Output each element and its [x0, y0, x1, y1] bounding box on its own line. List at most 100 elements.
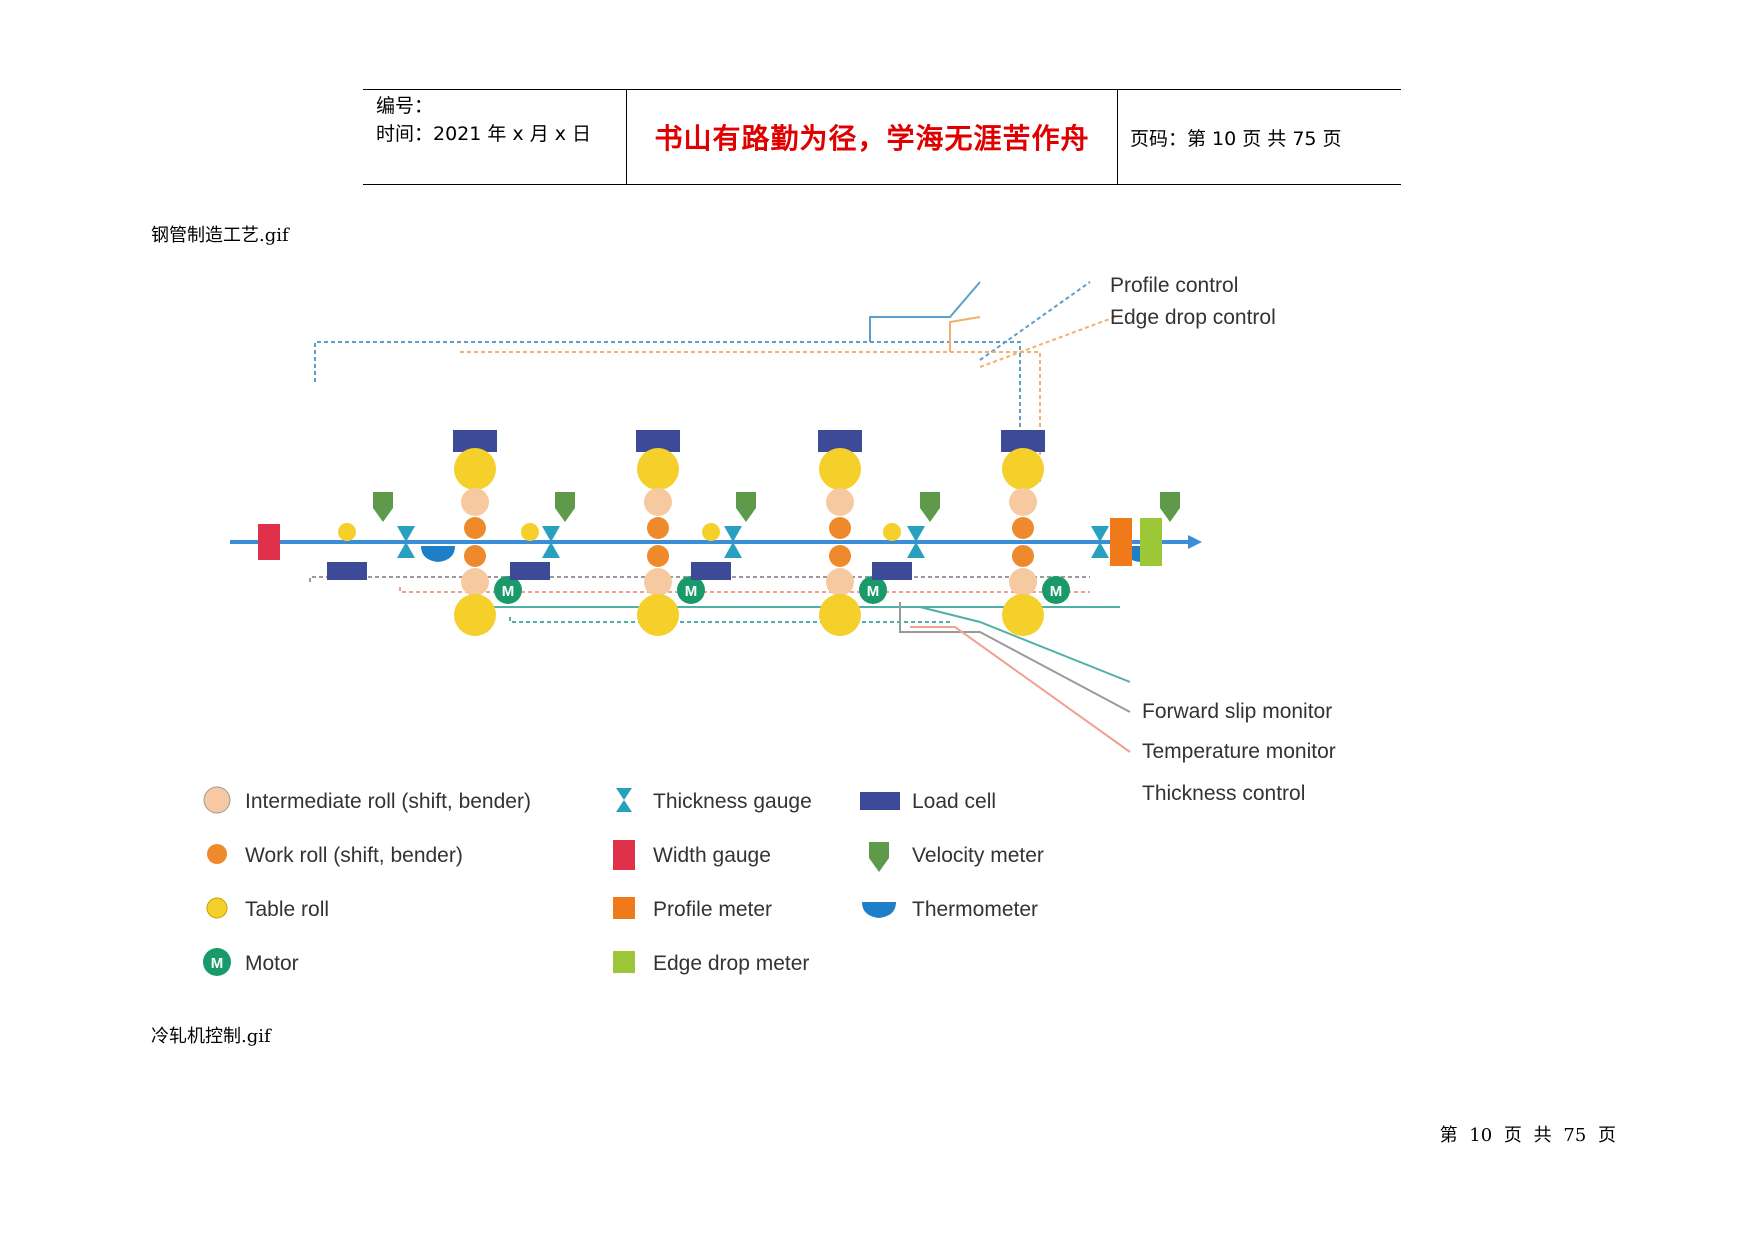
backup-roll-lower — [819, 594, 861, 636]
edge-drop-meter-icon — [1140, 518, 1162, 566]
table-load-cell-icon — [872, 562, 912, 580]
mill-stand: M — [453, 430, 522, 636]
backup-roll-lower — [1002, 594, 1044, 636]
table-roll — [521, 523, 539, 541]
legend-thermometer-label: Thermometer — [912, 898, 1038, 921]
velocity-meter-icon — [736, 492, 756, 522]
table-load-cell-icon — [510, 562, 550, 580]
number-label: 编号： — [376, 95, 434, 117]
forward-slip-monitor-label: Forward slip monitor — [1142, 700, 1332, 723]
legend-motor-label: Motor — [245, 952, 299, 975]
strip-line — [230, 535, 1202, 549]
forward-slip-leader — [919, 606, 1131, 683]
legend-edge-drop-meter-label: Edge drop meter — [653, 952, 809, 975]
edge-drop-control-leader — [979, 316, 1116, 368]
table-roll — [883, 523, 901, 541]
backup-roll-upper — [454, 448, 496, 490]
table-roll — [702, 523, 720, 541]
load-cell-icon — [1001, 430, 1045, 452]
strip-arrow-icon — [1188, 535, 1202, 549]
legend-profile-meter-icon — [613, 897, 635, 919]
image-caption-1: 钢管制造工艺.gif — [151, 225, 289, 246]
velocity-meter-icon — [373, 492, 393, 522]
temperature-monitor-label: Temperature monitor — [1142, 740, 1336, 763]
legend-motor-letter: M — [211, 955, 224, 972]
page-footer: 第 10 页 共 75 页 — [1439, 1125, 1616, 1146]
page-info-text: 页码：第 10 页 共 75 页 — [1130, 127, 1342, 150]
thickness-gauge-icon — [907, 526, 925, 558]
profile-meter-icon — [1110, 518, 1132, 566]
velocity-meter-icon — [555, 492, 575, 522]
profile-bus-top — [314, 341, 1021, 482]
motor-letter: M — [867, 583, 880, 600]
intermediate-roll-lower — [1009, 568, 1037, 596]
intermediate-roll-lower — [461, 568, 489, 596]
motor-icon — [859, 576, 887, 604]
velocity-meter-icon — [920, 492, 940, 522]
mill-stand: M — [636, 430, 705, 636]
intermediate-roll-upper — [461, 488, 489, 516]
load-cell-icon — [453, 430, 497, 452]
thickness-gauge-icon — [1091, 526, 1109, 558]
thickness-gauge-icon — [397, 526, 415, 558]
header-motto-cell: 书山有路勤为径，学海无涯苦作舟 — [627, 90, 1118, 184]
legend-thermometer-icon — [862, 902, 896, 918]
work-roll-lower — [1012, 545, 1034, 567]
work-roll-lower — [829, 545, 851, 567]
work-roll-upper — [1012, 517, 1034, 539]
document-header: 编号： 时间：2021 年 x 月 x 日 书山有路勤为径，学海无涯苦作舟 页码… — [363, 89, 1401, 185]
legend-thickness-gauge-label: Thickness gauge — [653, 790, 812, 813]
work-roll-upper — [829, 517, 851, 539]
profile-control-label: Profile control — [1110, 274, 1238, 297]
legend-load-cell-label: Load cell — [912, 790, 996, 813]
work-roll-lower — [464, 545, 486, 567]
legend-load-cell-icon — [860, 792, 900, 810]
control-signal-lines — [309, 281, 1131, 753]
backup-roll-upper — [1002, 448, 1044, 490]
intermediate-roll-upper — [644, 488, 672, 516]
legend-table-roll-icon — [206, 897, 228, 919]
table-roll — [338, 523, 356, 541]
thickness-control-leader — [899, 602, 1131, 713]
legend-intermediate-roll-icon — [203, 786, 231, 814]
edge-drop-bus-up — [949, 316, 981, 352]
temperature-leader — [910, 626, 1131, 753]
legend-motor-icon — [203, 948, 231, 976]
intermediate-roll-lower — [644, 568, 672, 596]
backup-roll-lower — [637, 594, 679, 636]
velocity-meter-icon — [1160, 492, 1180, 522]
legend-velocity-meter-icon — [869, 842, 889, 872]
header-meta: 编号： 时间：2021 年 x 月 x 日 — [363, 90, 627, 184]
forward-slip-bus-2 — [509, 617, 950, 623]
profile-bus-up — [869, 281, 981, 342]
profile-control-leader — [979, 281, 1091, 361]
motor-icon — [1042, 576, 1070, 604]
intermediate-roll-upper — [826, 488, 854, 516]
edge-drop-bus-top — [460, 351, 1041, 482]
legend-thickness-gauge-icon — [616, 788, 632, 812]
width-gauge-icon — [258, 524, 280, 560]
thickness-gauge-icon — [724, 526, 742, 558]
thickness-control-label: Thickness control — [1142, 782, 1305, 805]
motor-icon — [677, 576, 705, 604]
motto-text: 书山有路勤为径，学海无涯苦作舟 — [654, 122, 1090, 155]
legend-intermediate-roll-label: Intermediate roll (shift, bender) — [245, 790, 531, 813]
legend-velocity-meter-label: Velocity meter — [912, 844, 1044, 867]
work-roll-upper — [647, 517, 669, 539]
mill-stand: M — [818, 430, 887, 636]
thickness-gauge-icon — [542, 526, 560, 558]
mill-stand: M — [1001, 430, 1070, 636]
legend-width-gauge-label: Width gauge — [653, 844, 771, 867]
work-roll-upper — [464, 517, 486, 539]
load-cell-icon — [636, 430, 680, 452]
backup-roll-upper — [637, 448, 679, 490]
intermediate-roll-lower — [826, 568, 854, 596]
motor-letter: M — [1050, 583, 1063, 600]
motor-icon — [494, 576, 522, 604]
motor-letter: M — [502, 583, 515, 600]
table-load-cell-icon — [691, 562, 731, 580]
image-caption-2: 冷轧机控制.gif — [151, 1026, 271, 1047]
legend-profile-meter-label: Profile meter — [653, 898, 772, 921]
